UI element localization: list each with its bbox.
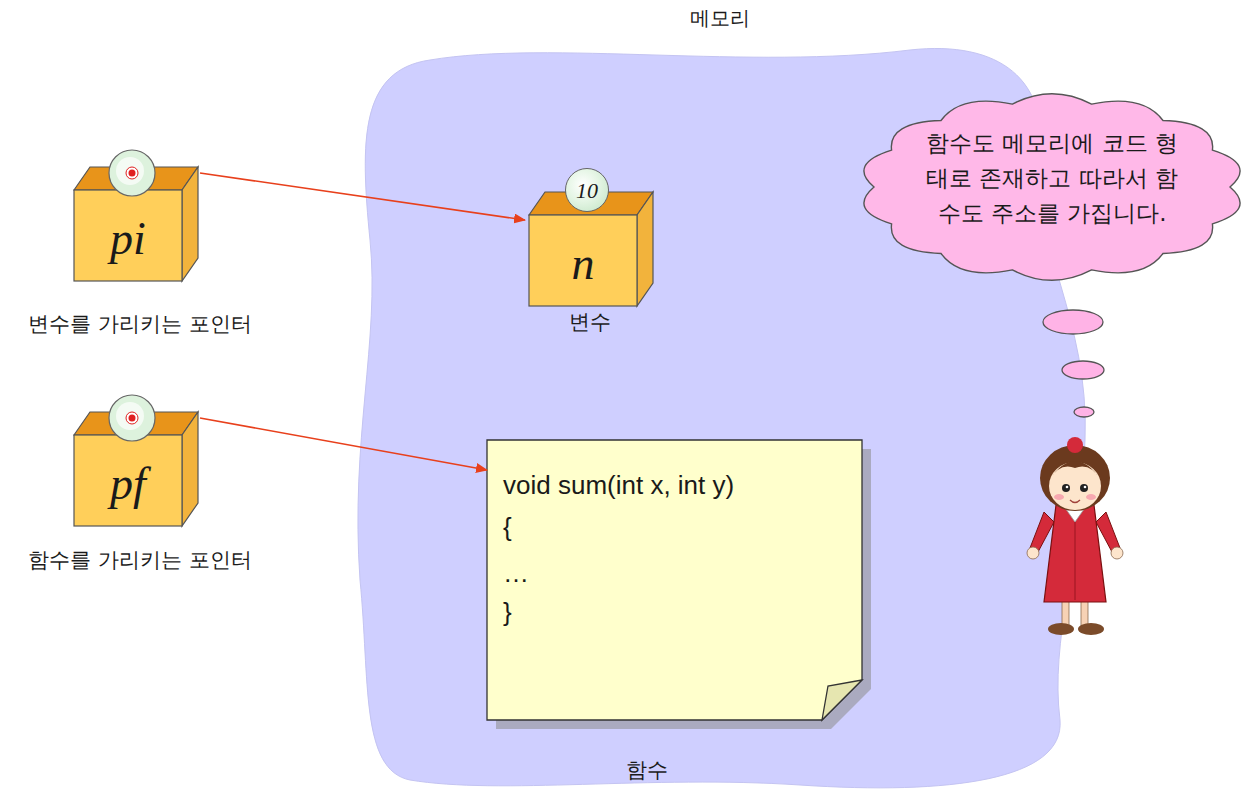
code-line: void sum(int x, int y)	[503, 470, 734, 501]
box-caption: 변수를 가리키는 포인터	[28, 312, 251, 337]
code-line: …	[503, 558, 529, 589]
variable-box: n변수10	[525, 170, 655, 310]
text-slot: 변수	[535, 310, 645, 335]
pointer-name: pf	[110, 456, 146, 511]
text-slot: void sum(int x, int y)	[503, 470, 739, 501]
pointer-box: pi변수를 가리키는 포인터	[70, 145, 200, 285]
girl-illustration	[1027, 437, 1123, 635]
text-slot: 변수를 가리키는 포인터	[10, 312, 270, 337]
text-slot: 함수	[597, 758, 697, 783]
text-slot: 10	[566, 178, 608, 204]
text-slot: 함수도 메모리에 코드 형태로 존재하고 따라서 함수도 주소를 가집니다.	[917, 126, 1187, 231]
text-slot: n	[529, 236, 637, 291]
thought-bubbles	[1043, 310, 1104, 417]
pointer-arrow	[200, 418, 487, 470]
text-slot: pf	[74, 456, 182, 511]
text-slot: …	[503, 558, 533, 589]
text-slot: pi	[74, 211, 182, 266]
text-slot: 함수를 가리키는 포인터	[10, 548, 270, 573]
variable-name: n	[572, 236, 595, 291]
speech-cloud: 함수도 메모리에 코드 형태로 존재하고 따라서 함수도 주소를 가집니다.	[858, 92, 1246, 282]
pointer-arrow	[200, 173, 525, 220]
box-caption: 함수를 가리키는 포인터	[28, 548, 251, 573]
box-caption: 함수	[626, 758, 668, 783]
value-text: 10	[576, 178, 598, 204]
code-line: {	[503, 512, 512, 543]
value-disc: 10	[565, 168, 609, 212]
pointer-box: pf함수를 가리키는 포인터	[70, 390, 200, 530]
code-line: }	[503, 597, 512, 628]
code-note: void sum(int x, int y){…}함수	[487, 440, 862, 720]
text-slot: {	[503, 512, 516, 543]
box-caption: 변수	[569, 310, 611, 335]
text-slot: 메모리	[630, 6, 810, 30]
pointer-name: pi	[110, 211, 146, 266]
text-slot: }	[503, 597, 516, 628]
memory-title: 메모리	[690, 6, 750, 30]
cloud-text: 함수도 메모리에 코드 형태로 존재하고 따라서 함수도 주소를 가집니다.	[917, 126, 1187, 231]
